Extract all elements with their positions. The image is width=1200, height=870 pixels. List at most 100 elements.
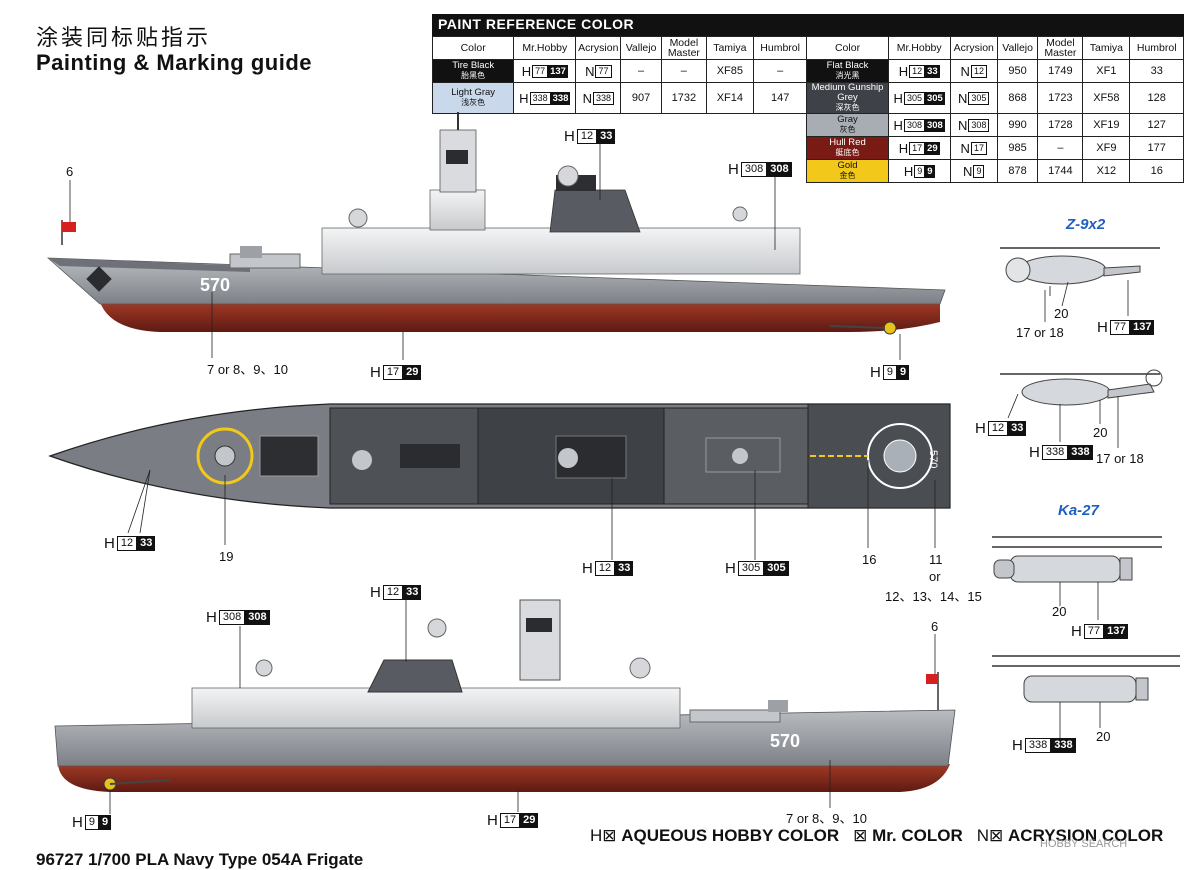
col-header: Humbrol: [752, 36, 808, 60]
humbrol-code: 33: [1129, 59, 1184, 83]
label-16: 16: [862, 552, 877, 567]
leader-lines-top: [69, 142, 901, 360]
label-or: or: [929, 569, 941, 584]
side-profile-bottom: [54, 599, 956, 792]
vallejo-code: 907: [620, 82, 662, 114]
leader-lines-bottom: [109, 600, 936, 814]
model-master-code: 1723: [1037, 82, 1084, 114]
col-header: Tamiya: [1082, 36, 1131, 60]
humbrol-code: 127: [1129, 113, 1184, 137]
col-header: Acrysion: [575, 36, 622, 60]
paint-brand-legend: H⊠ AQUEOUS HOBBY COLOR ⊠ Mr. COLOR N⊠ AC…: [590, 826, 1163, 846]
legend-acrysion: N⊠ ACRYSION COLOR: [976, 826, 1164, 845]
model-master-code: –: [1037, 136, 1084, 160]
hull-red-top: [100, 302, 940, 332]
label-19: 19: [219, 549, 234, 564]
hull-number-bottom: 570: [770, 731, 800, 751]
leader-lines-plan: [127, 460, 936, 560]
label-z9-20a: 20: [1054, 306, 1069, 321]
label-flag-top: 6: [66, 164, 74, 179]
heli-name-z9: Z-9x2: [1066, 216, 1106, 233]
paint-table-header: PAINT REFERENCE COLOR: [432, 14, 1184, 36]
paint-reference-table: PAINT REFERENCE COLOR Color Mr.Hobby Acr…: [431, 14, 1184, 183]
label-z9-20b: 20: [1093, 425, 1108, 440]
deck-hull-number: 570: [927, 450, 939, 468]
tamiya-code: X12: [1082, 159, 1131, 183]
col-header: Vallejo: [996, 36, 1039, 60]
label-ka-20b: 20: [1096, 729, 1111, 744]
side-profile-top: [46, 112, 946, 335]
label-12-15: 12、13、14、15: [885, 589, 982, 604]
col-header: Acrysion: [949, 36, 998, 60]
label-flag-bottom: 6: [931, 619, 939, 634]
hull-gray-top: [46, 257, 946, 305]
model-master-code: 1732: [660, 82, 707, 114]
heli-z9-side: [1000, 247, 1160, 296]
product-footer: 96727 1/700 PLA Navy Type 054A Frigate: [36, 850, 364, 869]
heli-name-ka27: Ka-27: [1058, 502, 1099, 519]
tamiya-code: XF9: [1082, 136, 1131, 160]
heli-ka27-side-2: [992, 655, 1180, 703]
model-master-code: 1744: [1037, 159, 1084, 183]
col-header: Color: [806, 36, 889, 60]
model-master-code: 1728: [1037, 113, 1084, 137]
label-guns-bottom: 7 or 8、9、10: [786, 811, 867, 826]
model-master-code: 1749: [1037, 59, 1084, 83]
humbrol-code: 16: [1129, 159, 1184, 183]
paint-table-columns: Color Mr.Hobby Acrysion Vallejo Model Ma…: [431, 36, 1184, 60]
tamiya-code: XF1: [1082, 59, 1131, 83]
col-header: Humbrol: [1129, 36, 1184, 60]
label-z9-17a: 17 or 18: [1016, 325, 1064, 340]
tamiya-code: XF85: [705, 59, 754, 83]
page-title: Painting & Marking guide: [36, 50, 313, 75]
label-11: 11: [929, 552, 943, 567]
label-ka-20a: 20: [1052, 604, 1067, 619]
heli-z9-side-2: [1000, 369, 1163, 406]
leader-lines-heli: [1007, 280, 1129, 738]
col-header: Vallejo: [620, 36, 662, 60]
legend-aqueous: H⊠ AQUEOUS HOBBY COLOR: [590, 826, 840, 845]
watermark: HOBBY SEARCH: [1040, 838, 1128, 850]
plan-view: [48, 403, 951, 509]
col-header: Model Master: [1037, 36, 1084, 60]
heli-ka27-side: [992, 536, 1162, 583]
label-z9-17b: 17 or 18: [1096, 451, 1144, 466]
humbrol-code: 147: [752, 82, 808, 114]
